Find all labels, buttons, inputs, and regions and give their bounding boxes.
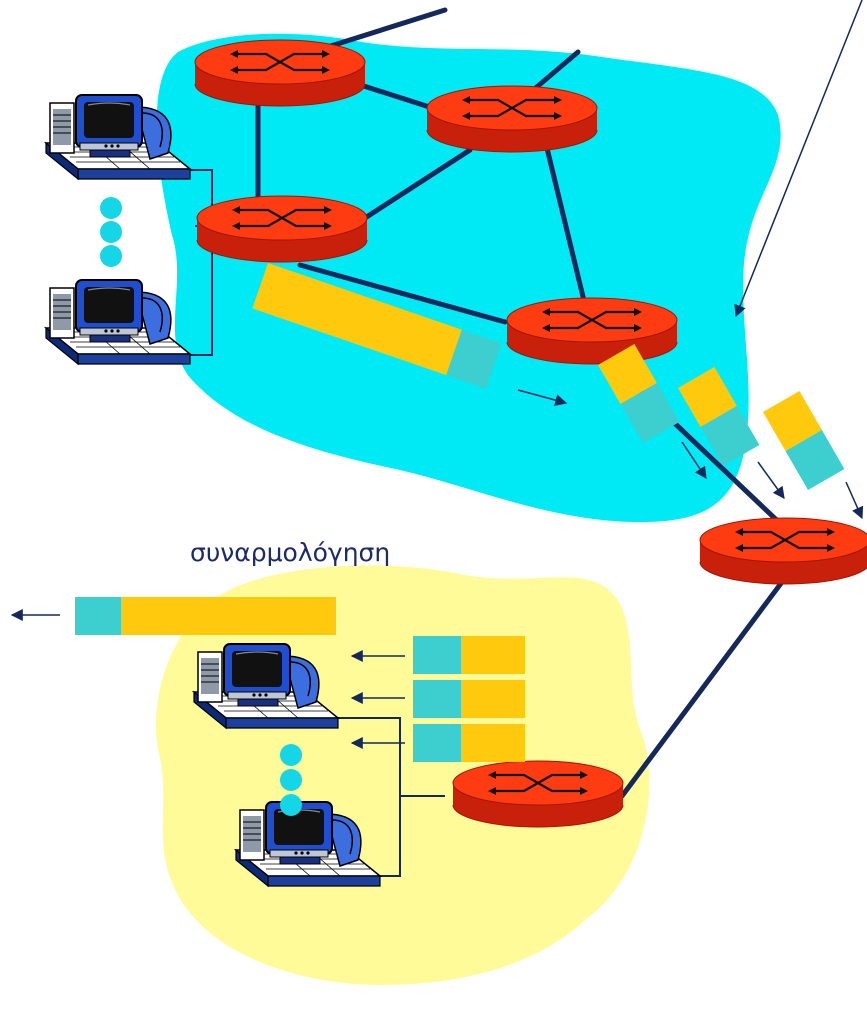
router-top-right	[425, 84, 599, 154]
arrow-icon	[845, 481, 864, 520]
reassembled-datagram	[75, 597, 336, 635]
arriving-fragment-3	[413, 724, 525, 762]
arrow-icon	[757, 461, 785, 499]
fragment-3	[763, 391, 845, 490]
arrow-icon	[681, 441, 707, 479]
annotation-pointer-line	[734, 0, 863, 318]
router-destination	[451, 759, 625, 829]
router-middle-right	[505, 296, 679, 366]
fragment-arrows	[681, 441, 864, 520]
router-top-left	[193, 38, 367, 108]
router-gateway	[698, 516, 867, 586]
arrival-arrows	[350, 650, 405, 749]
vertical-ellipsis-icon	[100, 197, 122, 267]
arriving-fragment-1	[413, 636, 525, 674]
source-computer-bottom	[45, 279, 191, 365]
fragment-1	[598, 344, 680, 443]
large-datagram	[252, 263, 502, 389]
vertical-ellipsis-icon	[280, 744, 302, 816]
reassembly-label: συναρμολόγηση	[190, 538, 391, 567]
arriving-fragment-2	[413, 680, 525, 718]
router-middle-left	[195, 194, 369, 264]
fragment-2	[678, 367, 760, 466]
arrow-icon	[517, 389, 568, 406]
